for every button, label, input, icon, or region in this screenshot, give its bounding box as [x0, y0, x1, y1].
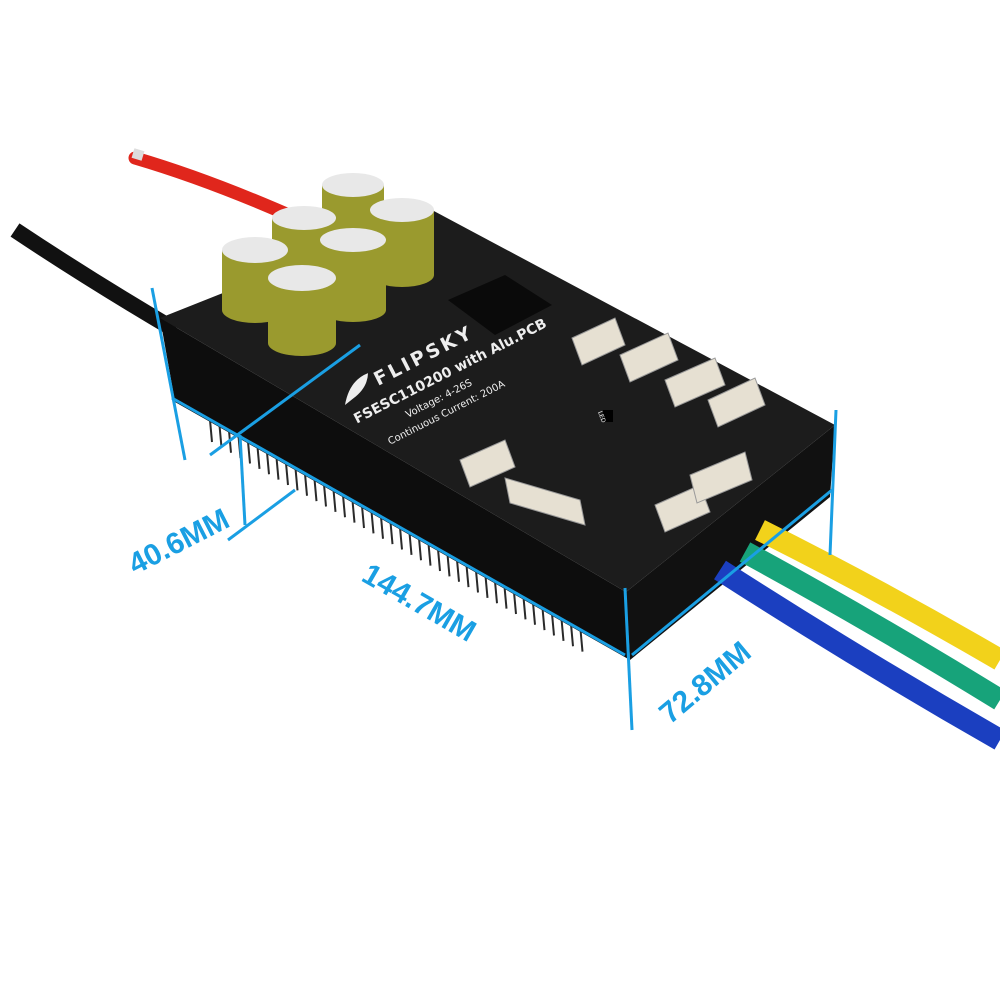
- heatsink-fin: [570, 624, 574, 647]
- yellow-wire: [755, 520, 1000, 670]
- heatsink-fin: [513, 591, 517, 615]
- heatsink-fin: [218, 425, 223, 448]
- heatsink-fin: [532, 602, 536, 625]
- black-wire: [10, 223, 180, 337]
- heatsink-fin: [351, 500, 356, 523]
- heatsink-fin: [313, 479, 318, 502]
- heatsink-fin: [256, 446, 261, 469]
- connectors: [459, 317, 766, 533]
- heatsink-fin: [465, 565, 470, 588]
- width-dimension: 72.8MM: [653, 635, 757, 730]
- flipsky-logo-icon: [345, 373, 369, 405]
- height-dimension: 40.6MM: [123, 503, 235, 582]
- blue-wire: [714, 560, 1000, 750]
- heatsink-fin: [427, 543, 432, 566]
- heatsink-fin: [247, 441, 251, 464]
- heatsink-fin: [456, 559, 460, 582]
- heatsink-fin: [266, 452, 270, 475]
- heatsink-fin: [560, 618, 565, 641]
- led-label: LED: [596, 410, 607, 424]
- green-wire: [739, 542, 1000, 710]
- heatsink-fin: [484, 575, 489, 598]
- heatsink-fin: [522, 597, 527, 620]
- heatsink-fin: [541, 608, 546, 631]
- led: [603, 410, 613, 422]
- heatsink-fin: [475, 570, 479, 593]
- heatsink-fins: /* fins drawn below */: [209, 419, 584, 652]
- heatsink-fin: [294, 468, 299, 491]
- capacitors: [222, 173, 434, 356]
- case-side-front: [160, 318, 630, 660]
- heatsink-fin: [275, 457, 280, 480]
- heatsink-fin: [342, 495, 346, 518]
- dimension-lines: [150, 287, 838, 731]
- heatsink-fin: [399, 527, 403, 550]
- heatsink-fin: [370, 511, 375, 534]
- heatsink-fin: [380, 516, 384, 539]
- chip: [448, 275, 552, 335]
- heatsink-fin: [551, 613, 555, 636]
- length-dimension: 144.7MM: [357, 557, 482, 648]
- heatsink-fin: [323, 484, 327, 507]
- heatsink-fin: [304, 473, 308, 496]
- heatsink-fin: [285, 462, 289, 486]
- case-side-right: [626, 425, 835, 660]
- heatsink-fin: [418, 538, 422, 561]
- heatsink-fin: [332, 489, 337, 512]
- heatsink-fin: [361, 505, 365, 529]
- heatsink-fin: [579, 629, 584, 652]
- heatsink-fin: [446, 554, 451, 577]
- red-wire: [128, 151, 307, 227]
- heatsink-fin: [408, 532, 413, 555]
- heatsink-fin: [503, 586, 508, 609]
- heatsink-fin: [209, 419, 213, 443]
- heatsink-fin: [494, 581, 498, 604]
- heatsink-fin: [437, 548, 441, 572]
- heatsink-fin: [389, 522, 394, 545]
